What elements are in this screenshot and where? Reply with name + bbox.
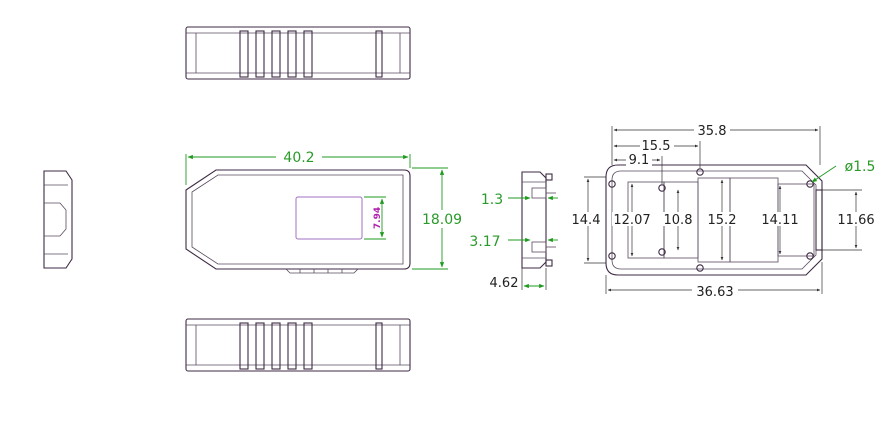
- dim-14-4: 14.4: [572, 213, 601, 228]
- dim-hole-diameter: ø1.5: [845, 159, 876, 175]
- end-view: [521, 171, 556, 269]
- front-view: [185, 169, 411, 274]
- dim-length-40-2: 40.2: [283, 150, 314, 166]
- top-view-lower: [185, 318, 411, 372]
- dim-11-66: 11.66: [837, 213, 874, 228]
- dim-3-17: 3.17: [469, 234, 500, 250]
- dim-36-63: 36.63: [696, 285, 733, 300]
- dim-35-8: 35.8: [698, 124, 727, 139]
- pcb-view-dimensions: 35.8 15.5 9.1 ø1.5 14.4 12.07 10.8 15.2 …: [570, 122, 878, 300]
- top-view-upper: [185, 26, 411, 80]
- dim-10-8: 10.8: [664, 213, 693, 228]
- dim-height-18-09: 18.09: [422, 212, 462, 228]
- dim-window-7-94: 7.94: [373, 207, 383, 229]
- end-view-dimensions: 1.3 3.17 4.62: [469, 192, 558, 291]
- dim-12-07: 12.07: [613, 213, 650, 228]
- dim-15-5: 15.5: [642, 139, 671, 154]
- front-view-dimensions: 40.2 18.09 7.94: [185, 148, 468, 270]
- dim-4-62: 4.62: [490, 276, 519, 291]
- dim-1-3: 1.3: [481, 192, 503, 208]
- dim-9-1: 9.1: [629, 153, 650, 168]
- dim-15-2: 15.2: [708, 213, 737, 228]
- side-view-left: [43, 170, 73, 269]
- dim-14-11: 14.11: [761, 213, 798, 228]
